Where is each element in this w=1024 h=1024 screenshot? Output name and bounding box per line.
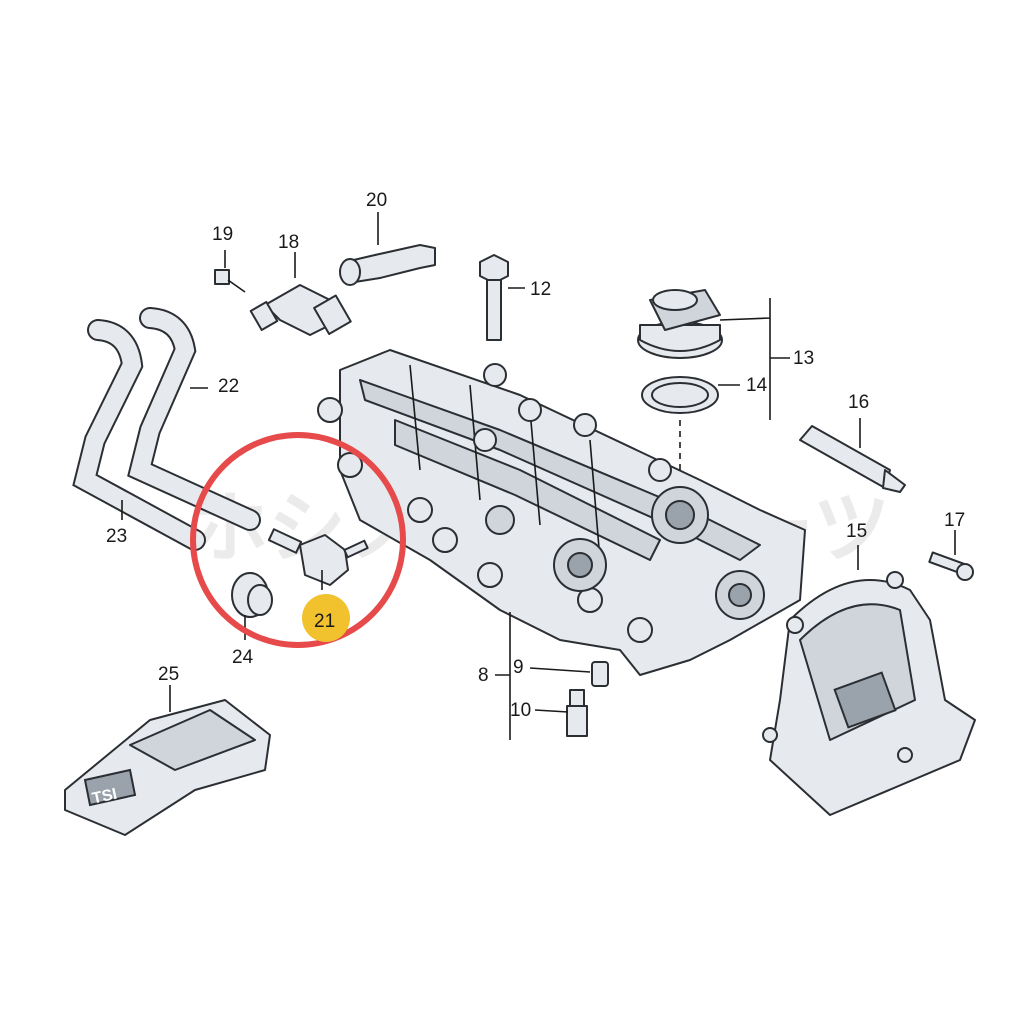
callout-19: 19: [212, 224, 233, 245]
callout-labels: 8 9 10 12 13 14 15 16 17 18 19 20 21 22 …: [106, 190, 965, 721]
intake-manifold: [317, 349, 806, 676]
cover-badge-text: TSI: [91, 786, 119, 808]
oil-filler-cap: [637, 289, 723, 359]
callout-18: 18: [278, 232, 299, 253]
callout-24: 24: [232, 647, 254, 668]
callout-21: 21: [314, 611, 335, 632]
pin-9: [591, 661, 609, 687]
callout-13: 13: [793, 348, 814, 369]
bolt-12: [479, 254, 509, 341]
callout-10: 10: [510, 700, 531, 721]
hose-20: [339, 244, 436, 286]
highlight-dot: [302, 594, 350, 642]
callout-23: 23: [106, 526, 127, 547]
cap-24: [231, 572, 273, 618]
sealant-tube: [799, 425, 906, 493]
callout-25: 25: [158, 664, 179, 685]
seal-ring: [641, 376, 719, 414]
highlight-circle: [190, 432, 406, 648]
callout-12: 12: [530, 279, 551, 300]
screw-17: [928, 551, 974, 581]
sensor-21: [267, 528, 369, 586]
pipe-22: [127, 307, 261, 531]
callout-17: 17: [944, 510, 965, 531]
callout-22: 22: [218, 376, 239, 397]
timing-cover: [762, 571, 976, 816]
pipe-23: [72, 319, 206, 551]
engine-cover: TSI: [64, 699, 271, 836]
leader-lines: [121, 212, 956, 740]
callout-20: 20: [366, 190, 387, 211]
callout-14: 14: [746, 375, 768, 396]
callout-15: 15: [846, 521, 867, 542]
bolt-19: [214, 269, 246, 293]
callout-16: 16: [848, 392, 869, 413]
callout-9: 9: [513, 657, 524, 678]
t-connector: [249, 284, 352, 336]
callout-8: 8: [478, 665, 489, 686]
bolt-10: [566, 689, 588, 737]
